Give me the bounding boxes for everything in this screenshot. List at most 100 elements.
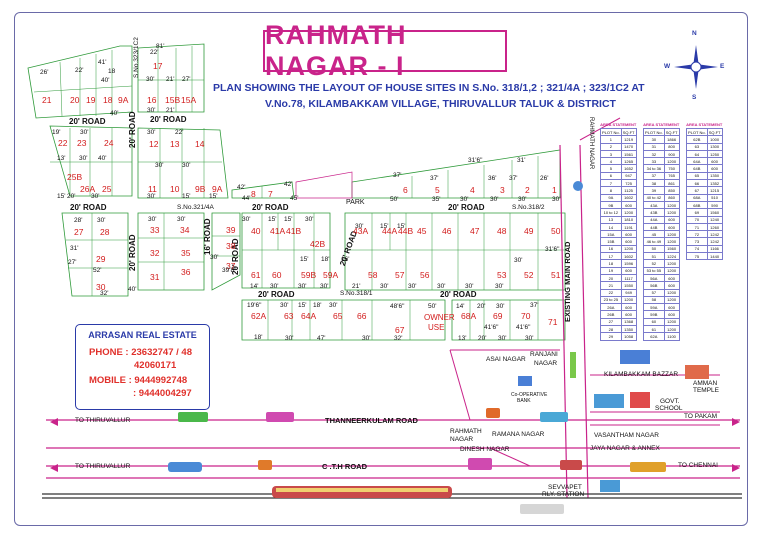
plot-number: 59B bbox=[301, 270, 317, 280]
contact-box: ARRASAN REAL ESTATE PHONE : 23632747 / 4… bbox=[75, 324, 210, 410]
dimension-label: 30' bbox=[210, 254, 219, 261]
dimension-label: 30' bbox=[148, 216, 157, 223]
table-cell: 1300 bbox=[706, 142, 723, 151]
dimension-label: 30' bbox=[146, 76, 155, 83]
table-cell: 600 bbox=[620, 303, 637, 312]
plot-number: 48 bbox=[497, 226, 507, 236]
dimension-label: 30' bbox=[305, 216, 314, 223]
table-cell: 73 bbox=[686, 237, 708, 246]
plot-number: 51 bbox=[551, 270, 561, 280]
table-cell: 600 bbox=[663, 310, 680, 319]
table-cell: 7 bbox=[600, 179, 622, 188]
table-cell: 69 bbox=[686, 208, 708, 217]
table-cell: 1602 bbox=[620, 193, 637, 202]
dimension-label: 30' bbox=[280, 302, 289, 309]
plot-number: 36 bbox=[181, 267, 191, 277]
dimension-label: 18' bbox=[254, 334, 263, 341]
table-cell: 1368 bbox=[620, 317, 637, 327]
table-cell: 56A bbox=[643, 273, 665, 283]
mobile-number-2: : 9444004297 bbox=[133, 388, 192, 399]
table-cell: 29 bbox=[600, 332, 622, 341]
plot-number: 50 bbox=[551, 226, 561, 236]
place-label: JAYA NAGAR & ANNEX bbox=[590, 445, 660, 452]
table-header: PLOT No. bbox=[643, 127, 665, 137]
dimension-label: 30' bbox=[177, 216, 186, 223]
dimension-label: 15' bbox=[209, 193, 218, 200]
table-cell: 900 bbox=[663, 149, 680, 159]
plot-number: 41A bbox=[270, 226, 286, 236]
area-statement-title: AREA STATEMENT bbox=[600, 122, 637, 127]
phone-number: PHONE : 23632747 / 48 bbox=[89, 347, 192, 358]
table-cell: 9A bbox=[600, 193, 622, 202]
table-cell: 725 bbox=[620, 179, 637, 188]
table-cell: 39 bbox=[643, 186, 665, 195]
table-cell: 1200 bbox=[663, 259, 680, 268]
dimension-label: 48'6" bbox=[390, 303, 405, 310]
dimension-label: 40' bbox=[110, 110, 119, 117]
to-thiruvallur-label: TO THIRUVALLUR bbox=[75, 417, 131, 424]
park-outline bbox=[295, 171, 353, 199]
table-cell: 63 bbox=[686, 142, 708, 151]
dimension-label: 26' bbox=[40, 69, 49, 76]
table-cell: 15A bbox=[600, 230, 622, 239]
table-cell: 1200 bbox=[663, 208, 680, 217]
dimension-label: 30' bbox=[552, 196, 561, 203]
arrow-east-icon bbox=[732, 418, 740, 426]
block-k-outline bbox=[344, 212, 566, 291]
dimension-label: 14' bbox=[250, 283, 259, 290]
arrow-west-icon bbox=[50, 464, 58, 472]
dimension-label: 26' bbox=[540, 175, 549, 182]
owner-use-label: OWNER bbox=[424, 313, 455, 322]
plot-number: 56 bbox=[420, 270, 430, 280]
table-cell: 1000 bbox=[706, 135, 723, 144]
dimension-label: 21' bbox=[166, 76, 175, 83]
dimension-label: 15' bbox=[57, 193, 66, 200]
table-cell: 60 bbox=[643, 317, 665, 327]
table-cell: 1 bbox=[600, 135, 622, 144]
table-cell: 45 bbox=[643, 230, 665, 239]
table-cell: 1117 bbox=[620, 273, 637, 283]
dimension-label: 36' bbox=[488, 175, 497, 182]
table-cell: 51 bbox=[643, 252, 665, 261]
table-cell: 860 bbox=[663, 193, 680, 202]
plot-number: 7 bbox=[268, 189, 273, 199]
plot-number: 38 bbox=[226, 241, 236, 251]
plot-number: 25 bbox=[102, 184, 112, 194]
survey-number: S.No.318/2 bbox=[512, 204, 545, 211]
place-label: ASAI NAGAR bbox=[486, 356, 526, 363]
table-cell: 600 bbox=[663, 215, 680, 224]
plot-number: 35 bbox=[181, 248, 191, 258]
plot-number: 12 bbox=[149, 139, 159, 149]
plot-number: 37 bbox=[226, 261, 236, 271]
dimension-label: 30' bbox=[147, 107, 156, 114]
block-a-outline bbox=[27, 45, 133, 119]
plot-number: 4 bbox=[470, 185, 475, 195]
place-label: KILAMBAKKAM BAZZAR bbox=[604, 371, 679, 378]
plot-number: 52 bbox=[524, 270, 534, 280]
table-cell: 58 bbox=[643, 295, 665, 305]
table-header: SQ.FT bbox=[706, 127, 723, 137]
dimension-label: 42' bbox=[284, 181, 293, 188]
arrow-west-icon bbox=[50, 418, 58, 426]
dimension-label: 15' bbox=[300, 256, 309, 263]
place-label: DINESH NAGAR bbox=[460, 446, 510, 453]
block-h-outline bbox=[137, 212, 205, 291]
plot-number: 3 bbox=[500, 185, 505, 195]
